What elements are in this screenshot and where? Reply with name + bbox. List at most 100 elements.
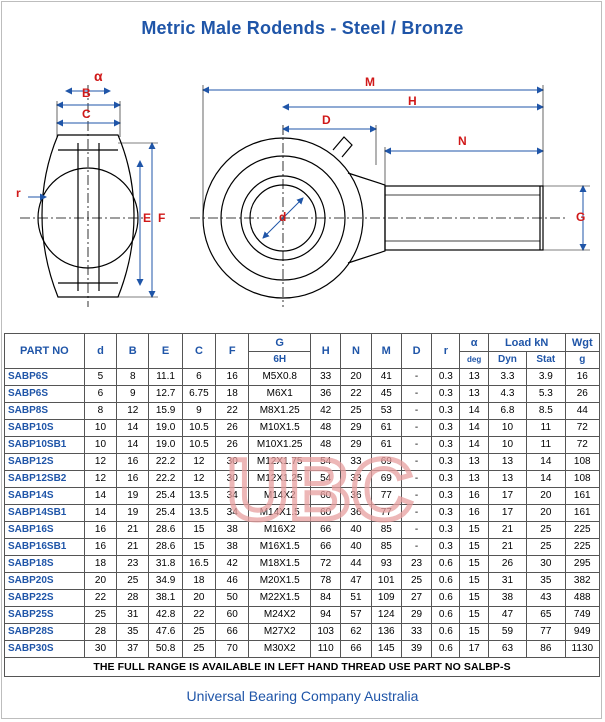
company-footer: Universal Bearing Company Australia [186, 688, 419, 704]
dim-label-D: D [322, 113, 331, 127]
cell-M: 45 [370, 385, 402, 403]
cell-dyn: 17 [487, 487, 528, 505]
cell-E: 25.4 [148, 504, 183, 522]
cell-N: 20 [340, 368, 372, 386]
cell-F: 38 [215, 538, 250, 556]
col-header-r: r [431, 333, 461, 369]
cell-r: 0.3 [431, 453, 461, 471]
cell-N: 33 [340, 470, 372, 488]
cell-d: 16 [83, 521, 118, 539]
cell-d: 14 [83, 504, 118, 522]
cell-E: 19.0 [148, 436, 183, 454]
cell-B: 28 [116, 589, 150, 607]
cell-wgt: 161 [564, 504, 601, 522]
cell-D: - [400, 538, 433, 556]
cell-alpha: 15 [459, 538, 489, 556]
cell-dyn: 26 [487, 555, 528, 573]
cell-wgt: 225 [564, 538, 601, 556]
cell-B: 21 [116, 521, 150, 539]
cell-B: 14 [116, 436, 150, 454]
cell-D: - [400, 436, 433, 454]
cell-G: M5X0.8 [248, 368, 312, 386]
cell-r: 0.3 [431, 470, 461, 488]
cell-F: 26 [215, 419, 250, 437]
cell-B: 25 [116, 572, 150, 590]
cell-M: 69 [370, 470, 402, 488]
cell-C: 13.5 [181, 504, 217, 522]
cell-C: 22 [181, 606, 217, 624]
cell-r: 0.6 [431, 606, 461, 624]
cell-wgt: 949 [564, 623, 601, 641]
cell-D: 33 [400, 623, 433, 641]
part-number-cell: SABP18S [4, 555, 85, 573]
part-number-cell: SABP28S [4, 623, 85, 641]
cell-dyn: 3.3 [487, 368, 528, 386]
col-header-stat: Stat [526, 351, 566, 369]
cell-E: 19.0 [148, 419, 183, 437]
dim-label-M: M [365, 75, 375, 89]
cell-r: 0.6 [431, 640, 461, 658]
col-header-C: C [181, 333, 217, 369]
cell-C: 15 [181, 538, 217, 556]
col-header-M: M [370, 333, 402, 369]
cell-C: 16.5 [181, 555, 217, 573]
cell-M: 41 [370, 368, 402, 386]
cell-C: 18 [181, 572, 217, 590]
cell-alpha: 13 [459, 453, 489, 471]
cell-alpha: 15 [459, 623, 489, 641]
cell-D: - [400, 487, 433, 505]
cell-alpha: 14 [459, 419, 489, 437]
col-header-H: H [310, 333, 342, 369]
cell-N: 25 [340, 402, 372, 420]
cell-dyn: 10 [487, 419, 528, 437]
cell-N: 29 [340, 419, 372, 437]
cell-wgt: 749 [564, 606, 601, 624]
dim-label-F: F [158, 211, 166, 225]
cell-E: 28.6 [148, 538, 183, 556]
cell-N: 33 [340, 453, 372, 471]
cell-C: 25 [181, 640, 217, 658]
part-number-cell: SABP22S [4, 589, 85, 607]
cell-r: 0.3 [431, 538, 461, 556]
cell-stat: 14 [526, 470, 566, 488]
cell-alpha: 13 [459, 470, 489, 488]
cell-N: 62 [340, 623, 372, 641]
cell-G: M18X1.5 [248, 555, 312, 573]
cell-r: 0.6 [431, 623, 461, 641]
cell-C: 10.5 [181, 436, 217, 454]
cell-F: 50 [215, 589, 250, 607]
cell-E: 31.8 [148, 555, 183, 573]
cell-dyn: 38 [487, 589, 528, 607]
cell-F: 26 [215, 436, 250, 454]
cell-F: 60 [215, 606, 250, 624]
cell-alpha: 15 [459, 572, 489, 590]
cell-H: 48 [310, 419, 342, 437]
cell-F: 66 [215, 623, 250, 641]
cell-stat: 30 [526, 555, 566, 573]
cell-F: 30 [215, 470, 250, 488]
cell-stat: 25 [526, 538, 566, 556]
cell-d: 12 [83, 453, 118, 471]
cell-r: 0.3 [431, 419, 461, 437]
cell-wgt: 295 [564, 555, 601, 573]
cell-H: 72 [310, 555, 342, 573]
cell-H: 54 [310, 453, 342, 471]
front-view [202, 136, 544, 299]
cell-B: 31 [116, 606, 150, 624]
cell-d: 18 [83, 555, 118, 573]
cell-M: 77 [370, 487, 402, 505]
cell-r: 0.3 [431, 368, 461, 386]
cell-M: 109 [370, 589, 402, 607]
cell-H: 33 [310, 368, 342, 386]
col-header-wgt-sub: g [564, 351, 601, 369]
cell-wgt: 382 [564, 572, 601, 590]
cell-alpha: 16 [459, 487, 489, 505]
cell-wgt: 1130 [564, 640, 601, 658]
col-header-dyn: Dyn [487, 351, 528, 369]
